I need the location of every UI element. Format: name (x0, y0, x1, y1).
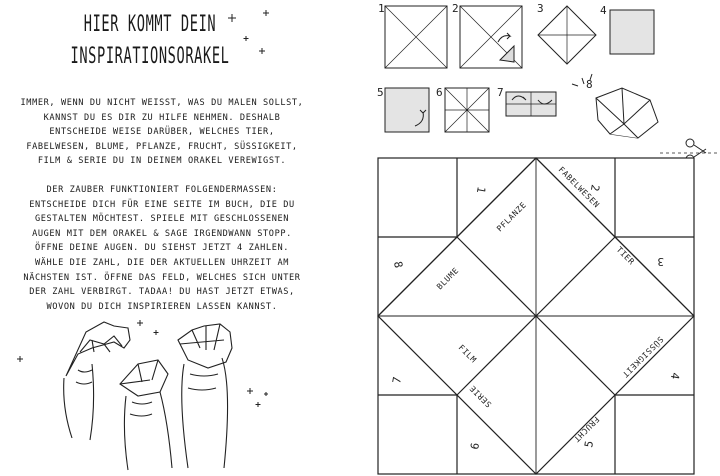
text-line: Entscheide dich für eine Seite im Buch, … (29, 199, 295, 210)
sparkle-icon (259, 48, 265, 54)
sparkle-icon (153, 330, 159, 335)
step-numbers: 1 2 3 4 5 6 7 8 (377, 2, 607, 99)
instructions-paragraph: Der Zauber funktioniert folgendermaßen: … (6, 183, 318, 314)
step-number: 6 (436, 86, 443, 99)
fortune-tellers-in-hands (63, 321, 233, 471)
fold-step-5 (384, 87, 430, 133)
sparkle-icon (228, 14, 236, 22)
sparkle-icon (243, 36, 249, 41)
text-line: Augen mit dem Orakel & sage irgendwann S… (32, 228, 292, 239)
grid-number: 1 (474, 185, 488, 194)
text-line: kannst du es dir zu Hilfe nehmen. Deshal… (43, 112, 281, 123)
fold-step-4 (609, 9, 655, 55)
fortune-teller-grid (377, 157, 695, 475)
grid-number: 2 (588, 183, 602, 192)
step-number: 3 (537, 2, 544, 15)
text-line: Immer, wenn du nicht weißt, was du malen… (20, 98, 304, 108)
text-line: nächsten ist. Öffne das Feld, welches si… (23, 272, 301, 283)
sparkle-icon (264, 392, 268, 396)
grid-number: 3 (657, 255, 664, 268)
fold-step-8 (571, 73, 659, 139)
sparkle-icon (247, 388, 253, 394)
step-number: 8 (586, 78, 593, 91)
sparkle-icon (263, 10, 269, 16)
grid-number: 8 (391, 260, 405, 269)
scissors-icon (685, 138, 707, 164)
title-line-2: Inspirationsorakel (70, 44, 230, 69)
grid-number: 6 (468, 442, 482, 451)
sparkle-icon (255, 402, 261, 407)
grid-number: 5 (582, 440, 596, 449)
text-line: entscheide weise darüber, welches Tier, (49, 127, 275, 138)
step-number: 2 (452, 2, 459, 15)
text-line: der Zahl verbirgt. Tadaa! Du hast jetzt … (29, 287, 295, 298)
step-number: 4 (600, 4, 607, 17)
grid-number: 7 (390, 376, 404, 385)
step-number: 5 (377, 86, 384, 99)
fold-steps (384, 5, 659, 139)
right-page: 1 2 3 4 5 6 7 8 (360, 0, 720, 476)
sparkle-icon (17, 356, 23, 362)
grid-number: 4 (668, 371, 682, 380)
intro-paragraph: Immer, wenn du nicht weißt, was du malen… (6, 96, 318, 169)
text-line: Wähle die Zahl, die der aktuellen Uhrzei… (34, 257, 290, 268)
text-line: Der Zauber funktioniert folgendermaßen: (46, 185, 278, 195)
sparkle-icons (17, 10, 269, 407)
step-number: 1 (378, 2, 385, 15)
sparkle-icon (137, 320, 143, 326)
title-line-1: Hier kommt dein (83, 12, 217, 37)
left-page: Hier kommt dein Inspirationsorakel Immer… (6, 10, 318, 471)
text-line: Film & Serie du in deinem Orakel verewig… (37, 156, 287, 167)
text-line: Öffne deine Augen. Du siehst jetzt 4 Zah… (34, 243, 290, 254)
grid-numbers: 1 2 3 4 5 6 7 8 (390, 183, 682, 450)
text-line: gestalten möchtest. Spiele mit geschloss… (34, 214, 290, 225)
text-line: wovon du dich inspirieren lassen kannst. (46, 301, 278, 312)
step-number: 7 (497, 86, 504, 99)
text-line: Fabelwesen, Blume, Pflanze, Frucht, Süßi… (26, 141, 298, 152)
folding-diagram: 1 2 3 4 5 6 7 8 (377, 2, 718, 475)
hands-illustration (17, 10, 269, 471)
